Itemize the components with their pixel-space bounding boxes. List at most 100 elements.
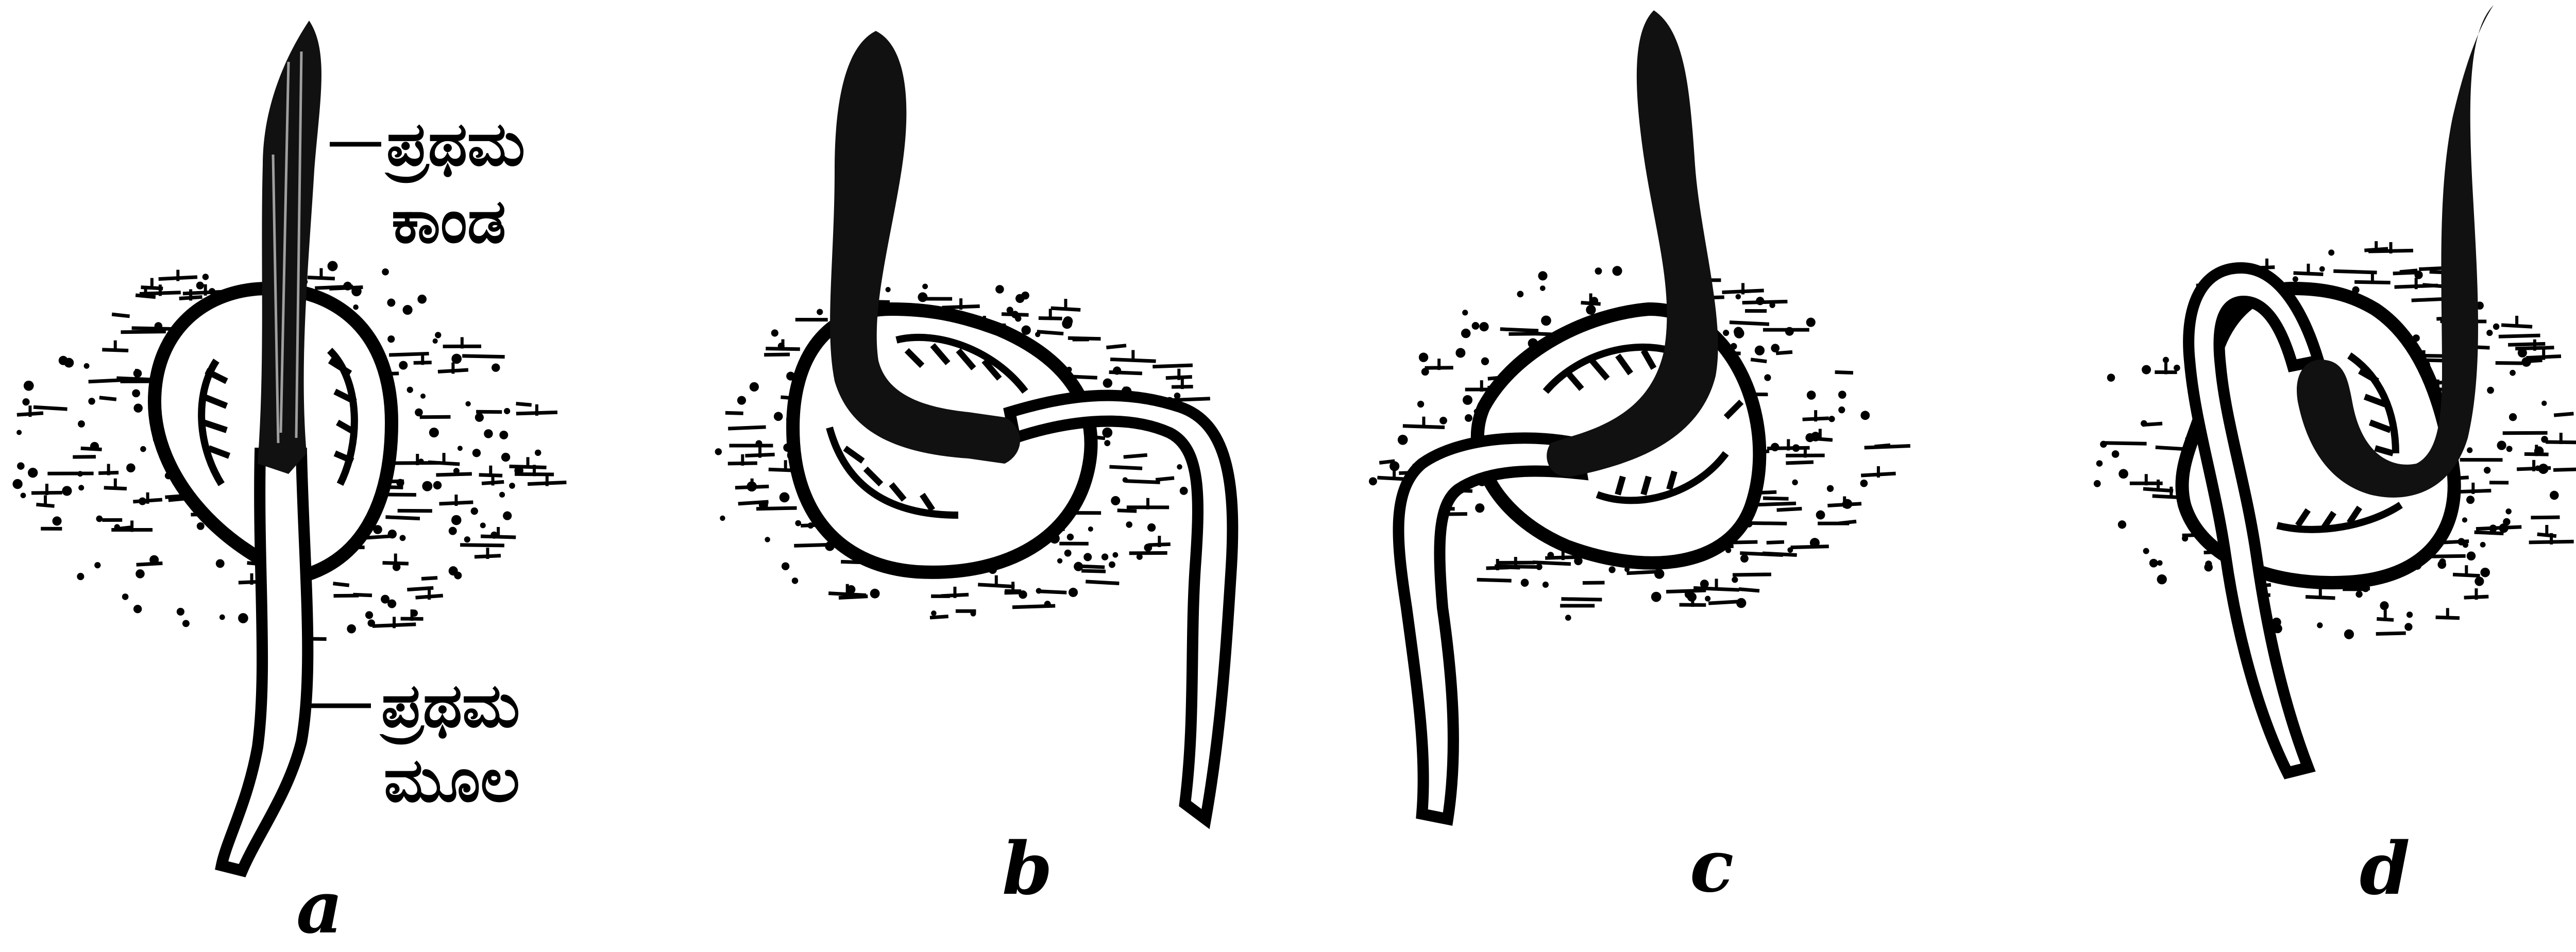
soil-dash: [1791, 547, 1829, 548]
root-label-line2: ಮೂಲ: [384, 744, 520, 815]
soil-dash: [1733, 574, 1771, 575]
soil-dot: [2119, 469, 2128, 479]
soil-dot: [238, 613, 248, 623]
soil-dot: [471, 507, 478, 515]
soil-dot: [1463, 395, 1472, 405]
soil-dash: [2531, 517, 2560, 518]
soil-dot: [2484, 467, 2490, 473]
soil-dot: [21, 492, 26, 498]
soil-dot: [411, 609, 418, 617]
soil-dot: [2141, 420, 2147, 427]
soil-dot: [53, 516, 62, 525]
soil-dash: [1106, 346, 1126, 348]
soil-dot: [2538, 464, 2549, 474]
soil-dot: [504, 512, 511, 518]
soil-dot: [792, 577, 798, 584]
soil-dot: [922, 284, 928, 290]
soil-dot: [1612, 266, 1622, 276]
soil-dot: [2404, 623, 2412, 631]
soil-dash: [1740, 553, 1783, 555]
soil-dot: [2328, 249, 2334, 256]
soil-dash: [2499, 335, 2540, 336]
soil-dot: [133, 605, 142, 613]
soil-dot: [347, 624, 356, 634]
soil-dot: [1109, 562, 1115, 568]
soil-dash: [89, 380, 124, 382]
soil-dot: [182, 620, 190, 627]
soil-dot: [2467, 552, 2476, 561]
soil-dash: [1124, 455, 1147, 457]
soil-dot: [1608, 566, 1615, 573]
soil-dot: [2100, 441, 2107, 448]
soil-dot: [2174, 365, 2180, 371]
soil-dot: [1137, 554, 1143, 560]
soil-dot: [1021, 326, 1030, 335]
soil-dot: [1475, 503, 1484, 513]
soil-dot: [216, 559, 225, 568]
soil-dot: [1595, 267, 1602, 275]
soil-dot: [2182, 535, 2188, 541]
soil-dash: [1153, 365, 1193, 367]
soil-dash: [33, 407, 67, 409]
soil-dot: [509, 483, 515, 489]
soil-dot: [1705, 596, 1710, 602]
soil-dot: [202, 274, 209, 280]
soil-dot: [132, 389, 140, 398]
soil-dot: [1062, 318, 1072, 329]
panel-label-d: d: [2360, 827, 2410, 911]
soil-dash: [1776, 352, 1792, 353]
soil-dot: [387, 335, 395, 343]
soil-dot: [1723, 330, 1729, 336]
soil-dot: [351, 286, 362, 297]
soil-dot: [1565, 615, 1571, 621]
soil-dot: [1838, 390, 1846, 399]
soil-dot: [1177, 464, 1182, 470]
soil-dash: [2475, 532, 2504, 534]
soil-dot: [1103, 379, 1112, 388]
soil-dot: [403, 305, 413, 315]
soil-dot: [2541, 436, 2548, 443]
soil-dot: [1462, 310, 1468, 315]
soil-dot: [771, 329, 778, 336]
soil-dot: [1734, 328, 1744, 338]
soil-dot: [96, 516, 103, 522]
soil-dot: [535, 450, 541, 456]
soil-dash: [1500, 567, 1520, 568]
panel-label-b: b: [1002, 827, 1053, 911]
soil-dash: [1533, 562, 1571, 564]
soil-dot: [1126, 521, 1132, 528]
soil-dot: [457, 446, 463, 451]
soil-dot: [1101, 553, 1108, 560]
soil-dash: [1002, 314, 1028, 315]
soil-dash: [1109, 372, 1142, 373]
soil-dash: [764, 354, 790, 355]
soil-dot: [1541, 316, 1551, 326]
soil-dash: [2524, 360, 2542, 361]
soil-dash: [1477, 580, 1512, 581]
soil-dash: [132, 328, 172, 329]
soil-dot: [886, 287, 891, 292]
soil-dot: [1417, 401, 1424, 407]
soil-dot: [1842, 499, 1852, 509]
soil-dash: [1074, 566, 1105, 567]
soil-dash: [2476, 527, 2521, 529]
soil-dot: [1787, 547, 1793, 553]
soil-dot: [407, 387, 413, 393]
panel-label-a: a: [296, 865, 343, 950]
soil-dash: [137, 563, 163, 565]
soil-dot: [492, 363, 500, 371]
soil-dot: [88, 398, 95, 405]
soil-dot: [400, 535, 406, 541]
soil-dot: [328, 261, 338, 271]
soil-dot: [1540, 285, 1546, 291]
soil-dot: [24, 381, 34, 391]
soil-dot: [382, 268, 389, 276]
soil-dot: [2480, 542, 2486, 548]
soil-dot: [2163, 357, 2169, 363]
soil-dot: [2344, 630, 2354, 639]
soil-dash: [1109, 467, 1142, 468]
soil-dot: [1755, 346, 1765, 355]
soil-dash: [1786, 462, 1814, 463]
soil-dot: [126, 463, 135, 472]
soil-dot: [1860, 480, 1868, 487]
